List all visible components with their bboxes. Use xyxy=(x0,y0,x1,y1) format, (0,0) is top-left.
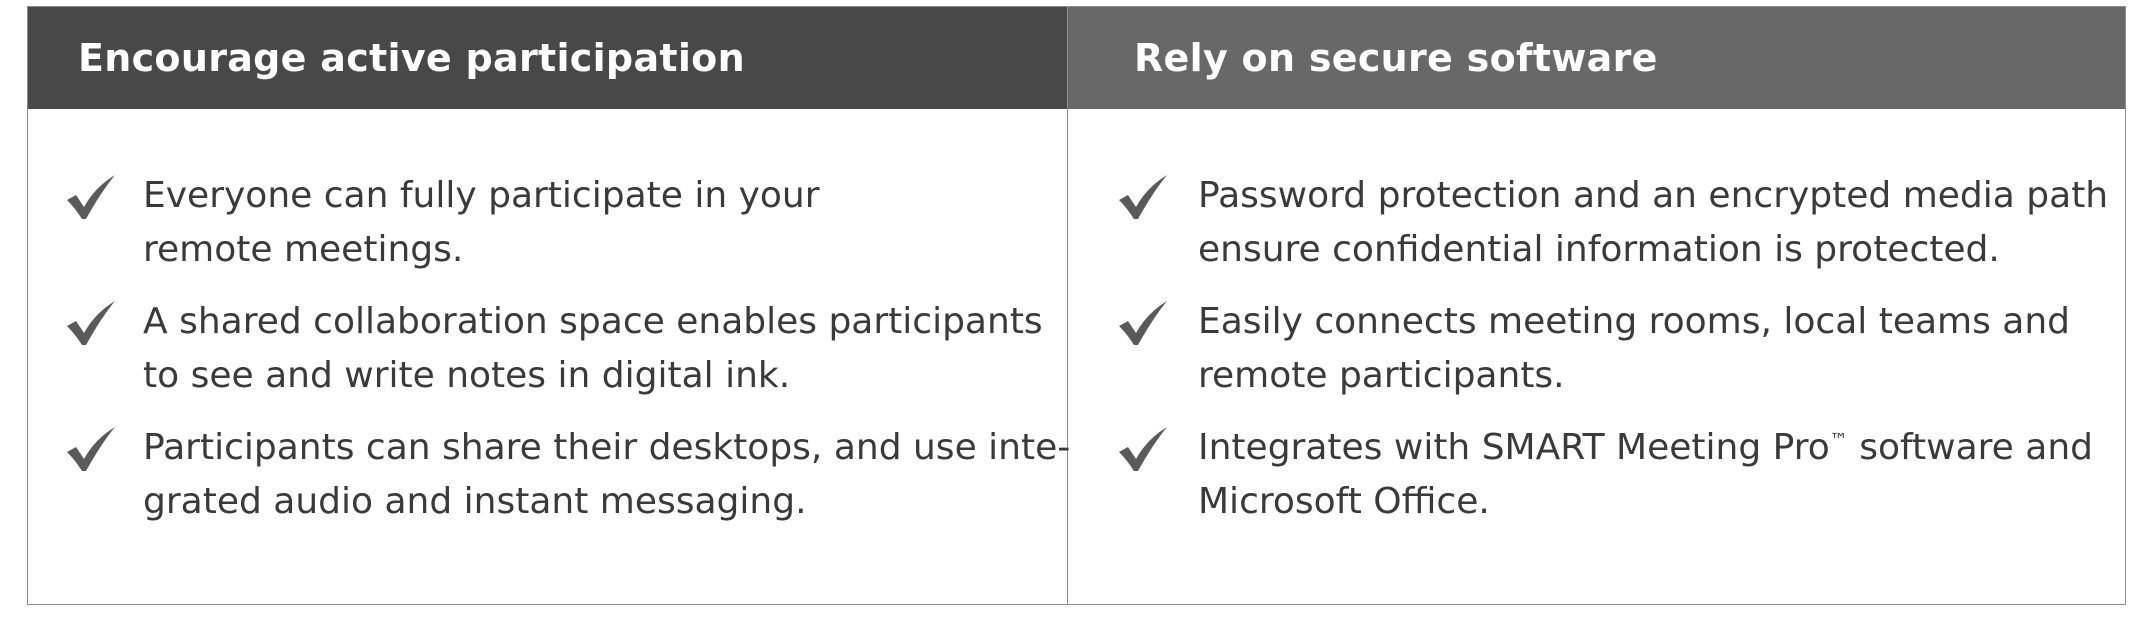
check-mark-icon xyxy=(67,427,115,471)
item-text-line: Easily connects meeting rooms, local tea… xyxy=(1198,301,2071,342)
trademark-symbol: ™ xyxy=(1829,430,1848,451)
list-item: Participants can share their desktops, a… xyxy=(28,421,1071,529)
item-text-segment: Integrates with SMART Meeting Pro xyxy=(1198,427,1830,468)
feature-table: Encourage active participation Everyone … xyxy=(27,6,2126,605)
column-title: Rely on secure software xyxy=(1134,36,1658,80)
list-item: Everyone can fully participate in your r… xyxy=(28,169,1067,277)
list-item: Integrates with SMART Meeting Pro™ softw… xyxy=(1068,421,2125,529)
item-text-line: ensure confidential information is prote… xyxy=(1198,229,2000,270)
check-mark-icon xyxy=(1119,427,1167,471)
feature-list-security: Password protection and an encrypted med… xyxy=(1068,169,2125,547)
feature-list-participation: Everyone can fully participate in your r… xyxy=(28,169,1071,547)
item-text-line: Everyone can fully participate in your xyxy=(143,175,820,216)
item-text-line: remote participants. xyxy=(1198,355,1565,396)
column-header-participation: Encourage active participation xyxy=(28,7,1067,109)
item-text-line: Participants can share their desktops, a… xyxy=(143,427,1071,468)
check-mark-icon xyxy=(67,175,115,219)
column-header-security: Rely on secure software xyxy=(1068,7,2125,109)
item-text-line: remote meetings. xyxy=(143,229,464,270)
item-text-line: A shared collaboration space enables par… xyxy=(143,301,1043,342)
column-participation: Encourage active participation Everyone … xyxy=(28,7,1071,604)
check-mark-icon xyxy=(1119,301,1167,345)
item-text-segment: software and xyxy=(1847,427,2093,468)
column-title: Encourage active participation xyxy=(78,36,745,80)
list-item: Password protection and an encrypted med… xyxy=(1068,169,2125,277)
item-text-line: Password protection and an encrypted med… xyxy=(1198,175,2109,216)
check-mark-icon xyxy=(1119,175,1167,219)
column-security: Rely on secure software Password protect… xyxy=(1068,7,2125,604)
item-text-line: Microsoft Office. xyxy=(1198,481,1490,522)
item-text-line: grated audio and instant messaging. xyxy=(143,481,807,522)
list-item: A shared collaboration space enables par… xyxy=(28,295,1067,403)
item-text-line: to see and write notes in digital ink. xyxy=(143,355,791,396)
list-item: Easily connects meeting rooms, local tea… xyxy=(1068,295,2125,403)
item-text-line: Integrates with SMART Meeting Pro™ softw… xyxy=(1198,421,2125,475)
check-mark-icon xyxy=(67,301,115,345)
